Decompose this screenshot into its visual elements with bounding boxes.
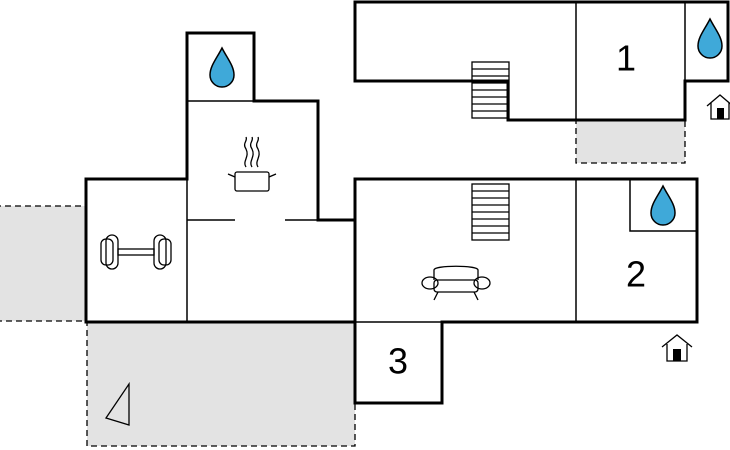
bathroom-2-wall bbox=[629, 178, 698, 232]
water-drop-icon bbox=[650, 184, 676, 226]
north-building-outline bbox=[353, 0, 730, 122]
west-building-outline bbox=[84, 31, 357, 324]
room-number-1: 1 bbox=[616, 38, 636, 79]
staircase-icon bbox=[471, 183, 510, 241]
dumbbell-icon bbox=[100, 234, 172, 270]
compass-icon bbox=[104, 381, 130, 426]
staircase-icon bbox=[471, 61, 510, 119]
entrance-icon bbox=[706, 94, 730, 120]
terrace-upper-right bbox=[575, 119, 686, 164]
terrace-west bbox=[0, 205, 87, 322]
sofa-icon bbox=[421, 265, 491, 301]
cooking-pot-icon bbox=[227, 136, 277, 192]
entrance-icon bbox=[661, 334, 693, 362]
room-number-2: 2 bbox=[626, 254, 646, 295]
water-drop-icon bbox=[209, 46, 235, 88]
terrace-south bbox=[86, 321, 356, 447]
water-drop-icon bbox=[697, 17, 723, 59]
room-number-3: 3 bbox=[388, 341, 408, 382]
